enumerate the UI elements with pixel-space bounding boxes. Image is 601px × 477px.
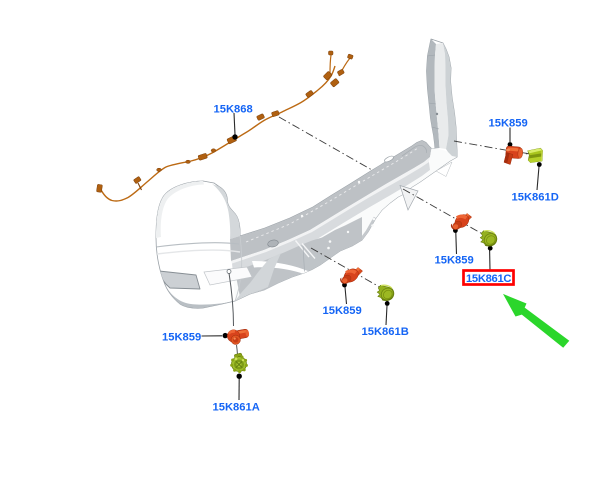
svg-text:15K868: 15K868 [214, 104, 253, 116]
svg-text:15K861D: 15K861D [512, 192, 559, 204]
svg-text:15K861A: 15K861A [213, 402, 260, 414]
svg-text:15K859: 15K859 [435, 255, 474, 267]
svg-text:15K859: 15K859 [489, 118, 528, 130]
svg-text:15K859: 15K859 [323, 305, 362, 317]
svg-text:15K861C: 15K861C [466, 273, 511, 285]
svg-text:15K859: 15K859 [162, 332, 201, 344]
svg-text:15K861B: 15K861B [362, 326, 409, 338]
